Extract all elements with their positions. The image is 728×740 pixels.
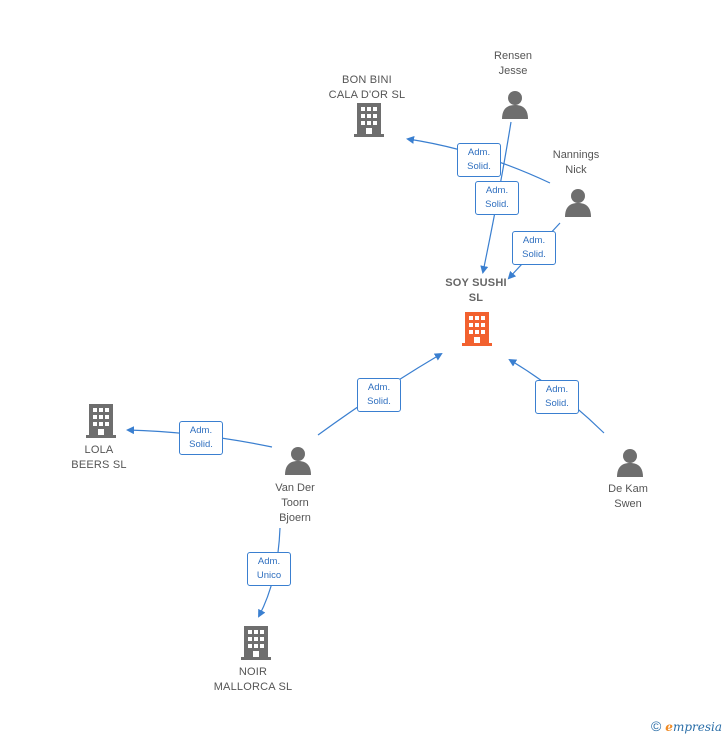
node-label-van-der-toorn[interactable]: Van Der Toorn Bjoern	[275, 482, 315, 524]
edge-role-badge[interactable]: Adm. Solid.	[475, 181, 519, 215]
person-icon-rensen[interactable]	[502, 91, 528, 119]
edge-role-badge[interactable]: Adm. Solid.	[457, 143, 501, 177]
edge-role-badge[interactable]: Adm. Solid.	[357, 378, 401, 412]
brand-logo-initial: e	[665, 720, 673, 734]
footer-brand[interactable]: ©empresia	[651, 718, 722, 734]
company-building-icon-soy-sushi[interactable]	[462, 312, 492, 346]
edge-role-badge[interactable]: Adm. Solid.	[179, 421, 223, 455]
node-label-rensen[interactable]: Rensen Jesse	[494, 50, 532, 77]
edge-role-badge[interactable]: Adm. Solid.	[512, 231, 556, 265]
person-icon-van-der-toorn[interactable]	[285, 447, 311, 475]
node-label-noir[interactable]: NOIR MALLORCA SL	[213, 666, 293, 693]
company-building-icon-lola[interactable]	[86, 404, 116, 438]
node-label-de-kam[interactable]: De Kam Swen	[608, 483, 648, 510]
person-icon-de-kam[interactable]	[617, 449, 643, 477]
edge-role-badge[interactable]: Adm. Solid.	[535, 380, 579, 414]
company-building-icon-noir[interactable]	[241, 626, 271, 660]
person-icon-nannings[interactable]	[565, 189, 591, 217]
node-label-nannings[interactable]: Nannings Nick	[552, 149, 600, 176]
copyright-symbol: ©	[650, 718, 662, 734]
company-building-icon-bon-bini[interactable]	[354, 103, 384, 137]
node-label-soy-sushi[interactable]: SOY SUSHI SL	[445, 277, 507, 304]
edge-role-badge[interactable]: Adm. Unico	[247, 552, 291, 586]
brand-logo-text: mpresia	[672, 720, 722, 734]
node-label-bon-bini[interactable]: BON BINI CALA D'OR SL	[328, 74, 406, 101]
node-label-lola[interactable]: LOLA BEERS SL	[71, 444, 127, 471]
